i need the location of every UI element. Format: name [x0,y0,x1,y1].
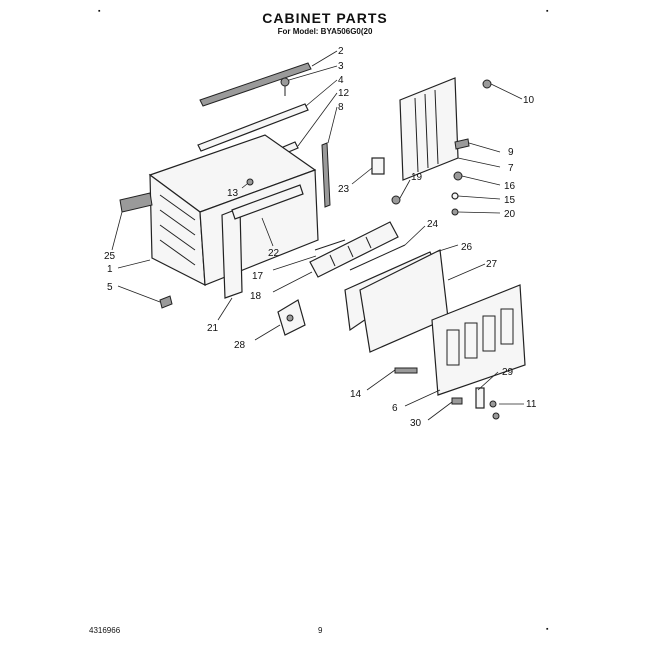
callout-26: 26 [461,242,473,253]
callout-14: 14 [350,389,362,400]
screw-part-3 [280,77,290,96]
rod-part-24 [349,244,406,271]
foot-part-25 [119,192,153,213]
clip-part-9 [454,138,470,150]
callout-22: 22 [268,248,280,259]
callout-24: 24 [427,219,439,230]
callout-27: 27 [486,259,498,270]
model-subtitle: For Model: BYA506G0(20 [277,27,373,36]
strip-part-8 [321,142,331,208]
small-part-23 [371,157,385,175]
side-panel-part-21 [221,207,243,299]
hinge-part-29 [475,387,485,409]
page-title: CABINET PARTS [262,10,388,26]
callout-9: 9 [508,147,514,158]
rod-part-17 [314,239,346,251]
top-rail-part-2 [199,62,312,107]
document-number: 4316966 [89,626,121,635]
fastener-part-15 [451,192,459,200]
callout-5: 5 [107,282,113,293]
corner-mark-bottom-right: ▪ [546,626,549,633]
corner-mark-top-left: ▪ [98,8,101,15]
callout-2: 2 [338,46,344,57]
side-frame-part-7 [399,77,459,181]
callout-6: 6 [392,403,398,414]
fastener-part-20 [451,208,459,216]
fastener-part-16 [453,171,463,181]
callout-13: 13 [227,188,239,199]
screw-part-5 [159,295,173,309]
knob-part-28 [277,299,306,336]
callout-1: 1 [107,264,113,275]
screws-part-11 [489,400,500,420]
clip-part-30 [451,397,463,405]
callout-11: 11 [526,399,537,410]
callout-17: 17 [252,271,264,282]
callout-7: 7 [508,163,514,174]
louver-assembly-part-18 [309,221,399,278]
callout-20: 20 [504,209,516,220]
callout-28: 28 [234,340,246,351]
callout-19: 19 [411,172,423,183]
leader-lines [111,50,524,421]
corner-mark-top-right: ▪ [546,8,549,15]
screw-part-13 [246,178,254,186]
callout-16: 16 [504,181,516,192]
callout-21: 21 [207,323,219,334]
screw-part-10 [482,79,492,89]
front-grille-part-6 [431,284,526,396]
rail-part-4 [197,103,309,152]
callout-4: 4 [338,75,344,86]
callout-3: 3 [338,61,344,72]
callout-29: 29 [502,367,514,378]
handle-part-14 [394,367,418,374]
callout-8: 8 [338,102,344,113]
fastener-part-19 [391,195,401,205]
callout-15: 15 [504,195,516,206]
callout-25: 25 [104,251,116,262]
callout-10: 10 [523,95,535,106]
callout-30: 30 [410,418,422,429]
page-number: 9 [318,626,323,635]
callout-23: 23 [338,184,350,195]
callout-18: 18 [250,291,262,302]
callout-12: 12 [338,88,350,99]
bracket-part-22 [231,184,304,220]
